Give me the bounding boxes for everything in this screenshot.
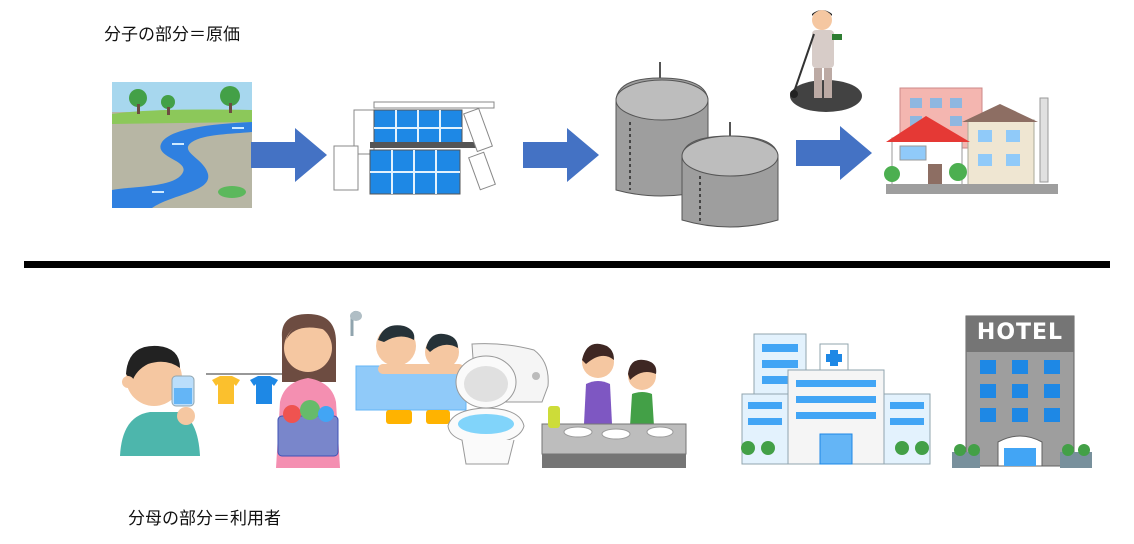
water-tank-illustration <box>615 62 779 228</box>
laundry-illustration <box>206 314 340 468</box>
bath-illustration <box>350 310 467 424</box>
flow-arrow-3 <box>796 126 872 180</box>
drinking-water-illustration <box>120 345 200 456</box>
flow-arrow-1 <box>251 128 327 182</box>
hotel-illustration <box>952 315 1092 468</box>
toilet-illustration <box>447 343 549 465</box>
numerator-label: 分子の部分＝原価 <box>104 25 240 45</box>
houses-illustration <box>884 87 1058 194</box>
hotel-sign: HOTEL <box>976 320 1064 345</box>
water-treatment-illustration <box>333 101 496 195</box>
flow-arrow-2 <box>523 128 599 182</box>
hospital-illustration <box>741 333 931 465</box>
dish-washing-illustration <box>541 343 687 468</box>
river-illustration <box>112 82 252 208</box>
denominator-label: 分母の部分＝利用者 <box>128 509 281 529</box>
section-divider <box>24 261 1110 268</box>
inspector-illustration <box>790 10 862 112</box>
